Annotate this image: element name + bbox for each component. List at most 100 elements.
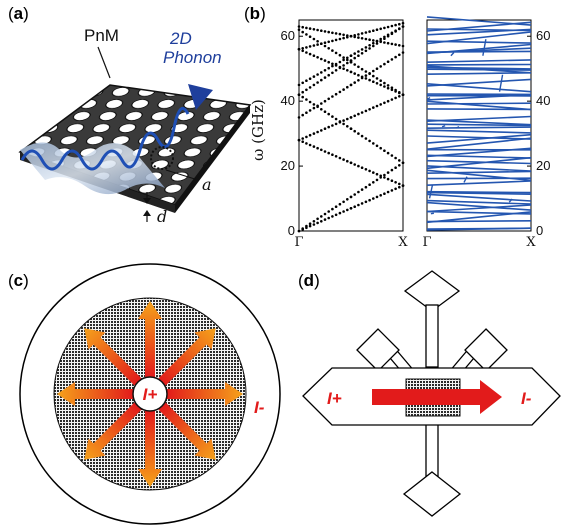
dispersion-point [301,95,305,99]
radial-arrow [167,382,243,406]
dispersion-point [308,143,312,147]
pnm-pointer [97,46,111,79]
dispersion-point [390,58,394,61]
dispersion-point [327,151,331,155]
dispersion-point [305,142,308,145]
band-line [426,72,532,75]
band-line [426,169,532,182]
current-flow-arrow [372,380,502,414]
dispersion-point [320,71,323,74]
dispersion-point [297,25,301,28]
dispersion-point [390,98,394,101]
y-axis-label: ω (GHz) [249,99,267,161]
dispersion-point [360,48,364,51]
dispersion-point [372,29,375,32]
dispersion-point [312,145,316,148]
dispersion-point [323,41,327,44]
dispersion-point [342,119,345,122]
band-line [450,51,455,57]
band-line [426,159,532,165]
dispersion-point [316,130,319,134]
dispersion-point [390,189,394,192]
dispersion-point [305,98,308,101]
dispersion-point [360,188,364,191]
band-line [455,126,460,129]
dispersion-point [323,212,327,216]
band-line [498,74,504,92]
phonon-label-line1: 2D [169,29,192,48]
dispersion-point [308,77,312,80]
dispersion-point [383,26,386,30]
band-line [426,108,532,111]
band-line [426,170,532,174]
dispersion-point [323,127,327,130]
dispersion-point [364,70,368,73]
dispersion-point [383,81,386,85]
dispersion-point [401,184,405,187]
dispersion-point [338,156,342,160]
dispersion-point [334,38,338,42]
right-current-label: I- [521,389,532,408]
dispersion-point [342,67,345,70]
dispersion-point [357,50,360,53]
dispersion-point [323,59,327,62]
panel-d: (d) I+ I- [298,270,561,517]
dispersion-point [390,31,394,35]
dispersion-point [390,42,394,46]
x-tick-label: X [398,235,408,250]
dispersion-point [323,44,327,48]
dispersion-point [316,81,319,84]
dispersion-point [327,73,331,77]
dispersion-point [353,72,357,75]
dispersion-point [342,122,345,126]
dispersion-point [346,159,349,163]
dispersion-point [297,138,301,142]
dispersion-point [342,64,345,67]
dispersion-point [301,81,305,85]
dispersion-point [338,53,342,57]
dispersion-point [308,100,312,104]
dispersion-point [312,44,316,47]
dispersion-point [342,58,345,62]
y-tick-label: 40 [536,93,550,108]
dispersion-point [364,109,368,113]
dispersion-point [394,166,397,169]
dispersion-point [375,42,379,45]
band-line [426,191,532,195]
band-line [426,129,532,134]
dispersion-point [394,88,397,92]
dispersion-point [360,111,364,114]
dispersion-point [386,33,390,37]
dispersion-point [398,159,401,162]
dispersion-point [334,213,338,217]
dispersion-point [320,148,323,152]
radial-arrow [57,382,133,406]
dispersion-point [331,215,334,218]
dispersion-point [316,221,319,225]
dispersion-point [368,30,371,33]
dispersion-point [372,44,375,48]
dispersion-point [320,108,323,111]
dispersion-point [327,125,331,129]
dispersion-point [386,190,390,194]
dispersion-point [349,83,353,87]
dispersion-point [360,134,364,138]
dispersion-point [349,70,353,74]
dispersion-point [364,31,368,34]
dispersion-point [297,116,301,119]
dispersion-point [305,135,308,139]
dispersion-point [342,36,345,40]
y-tick-label: 40 [281,93,295,108]
dispersion-point [327,47,331,50]
dispersion-point [346,117,349,121]
dispersion-point [394,96,397,100]
band-line [426,137,532,150]
band-line [426,193,532,202]
dispersion-point [379,146,383,150]
dispersion-point [401,161,405,165]
dispersion-point [398,22,401,26]
center-current-label: I+ [143,385,158,404]
dispersion-point [364,49,368,53]
dispersion-point [305,226,308,230]
